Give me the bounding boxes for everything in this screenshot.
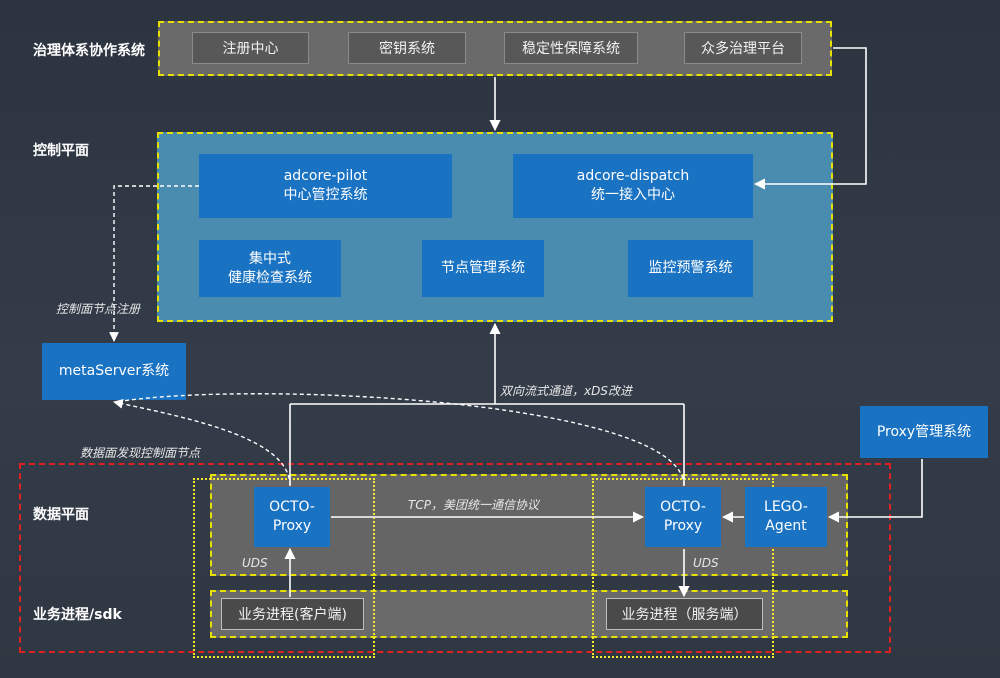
annotation-stream: 双向流式通道，xDS改进 [500,384,632,398]
stability-system-box[interactable]: 稳定性保障系统 [504,32,638,64]
health-check-box[interactable]: 集中式 健康检查系统 [199,240,341,297]
key-system-box[interactable]: 密钥系统 [348,32,466,64]
lego-agent-line2: Agent [765,518,807,534]
annotation-uds-left: UDS [242,556,268,570]
annotation-register: 控制面节点注册 [56,302,141,316]
layer-label-business: 业务进程/sdk [33,607,122,623]
lego-agent-box[interactable]: LEGO- Agent [745,487,827,547]
adcore-dispatch-name: adcore-dispatch [576,168,690,185]
octo-proxy-server-line2: Proxy [663,518,703,534]
octo-proxy-client-line2: Proxy [272,518,312,534]
business-client-box[interactable]: 业务进程(客户端) [221,598,364,630]
arrow-platforms-to-dispatch [753,47,867,190]
adcore-dispatch-desc: 统一接入中心 [591,187,675,203]
layer-label-data: 数据平面 [33,507,89,523]
monitor-alert-box[interactable]: 监控预警系统 [628,240,753,297]
governance-platforms-box[interactable]: 众多治理平台 [684,32,802,64]
annotation-discover: 数据面发现控制面节点 [80,446,201,460]
octo-proxy-client-line1: OCTO- [269,499,315,516]
octo-proxy-server-line1: OCTO- [660,499,706,516]
proxy-management-box[interactable]: Proxy管理系统 [860,406,988,458]
adcore-pilot-name: adcore-pilot [283,168,368,185]
dashed-discover-left [113,399,291,487]
meta-server-box[interactable]: metaServer系统 [42,343,186,400]
dashed-pilot-register [109,185,199,342]
octo-proxy-server-box[interactable]: OCTO- Proxy [645,487,721,547]
registry-center-box[interactable]: 注册中心 [192,32,309,64]
annotation-tcp: TCP，美团统一通信协议 [408,498,539,512]
health-check-line2: 健康检查系统 [228,269,312,286]
layer-label-control: 控制平面 [33,143,89,159]
dashed-discover-right [115,393,685,487]
business-server-box[interactable]: 业务进程（服务端） [606,598,763,630]
health-check-line1: 集中式 [249,250,291,267]
adcore-pilot-desc: 中心管控系统 [283,187,368,203]
annotation-uds-right: UDS [693,556,719,570]
client-side-dotted-group [193,478,375,658]
data-plane-red-boundary [19,463,891,653]
arrow-proxymgmt-to-lego [827,459,923,523]
octo-proxy-client-box[interactable]: OCTO- Proxy [254,487,330,547]
layer-label-governance: 治理体系协作系统 [33,43,145,59]
lego-agent-line1: LEGO- [764,499,808,516]
adcore-dispatch-box[interactable]: adcore-dispatch 统一接入中心 [513,154,753,218]
adcore-pilot-box[interactable]: adcore-pilot 中心管控系统 [199,154,452,218]
node-management-box[interactable]: 节点管理系统 [422,240,544,297]
